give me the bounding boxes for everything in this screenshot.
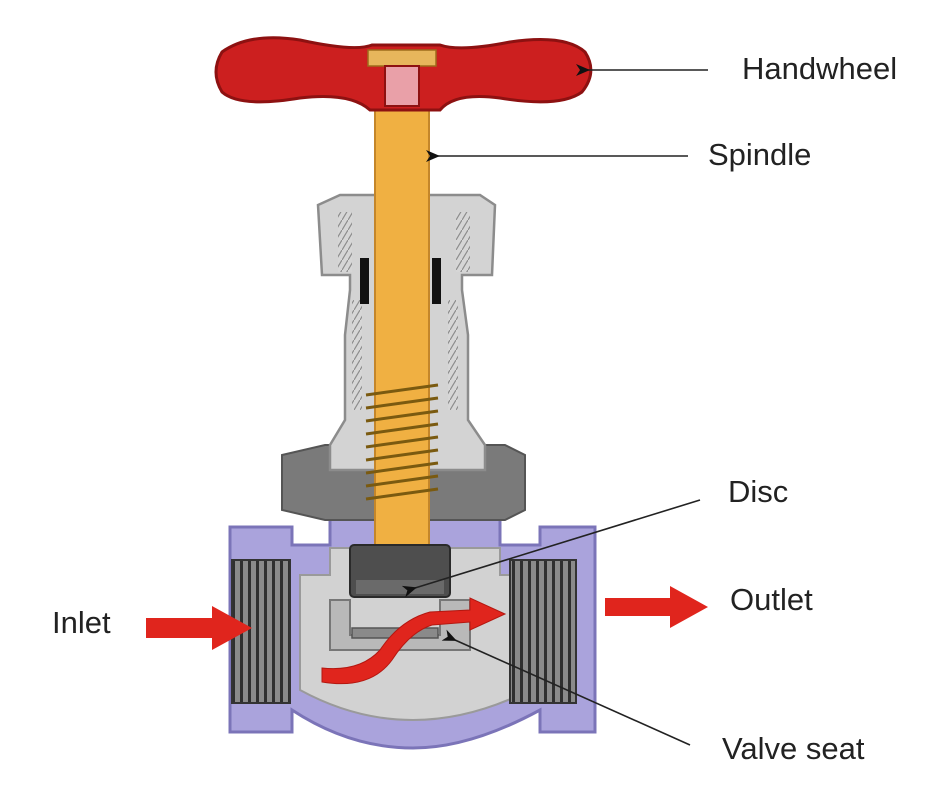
spindle-top: [384, 65, 420, 107]
outlet-threads: [509, 559, 577, 704]
bonnet-thread-right: [456, 212, 470, 272]
flow-through-arrow: [321, 597, 507, 685]
label-spindle: Spindle: [708, 137, 811, 172]
valve-seat-leader: [441, 629, 691, 746]
packing-left: [360, 258, 369, 304]
spindle-threads: [365, 383, 439, 501]
packing-right: [432, 258, 441, 304]
label-outlet: Outlet: [730, 582, 813, 617]
label-valve-seat: Valve seat: [722, 731, 865, 766]
bonnet-thread-left-lower: [352, 300, 362, 410]
bonnet-thread-right-lower: [448, 300, 458, 410]
outlet-arrow: [605, 586, 708, 628]
handwheel-nut: [367, 49, 437, 67]
label-handwheel: Handwheel: [742, 51, 897, 86]
disc-face: [356, 580, 444, 594]
label-inlet: Inlet: [52, 605, 111, 640]
disc-leader: [401, 499, 701, 598]
bonnet-thread-left: [338, 212, 352, 272]
inlet-arrow: [146, 606, 252, 650]
label-disc: Disc: [728, 474, 788, 509]
